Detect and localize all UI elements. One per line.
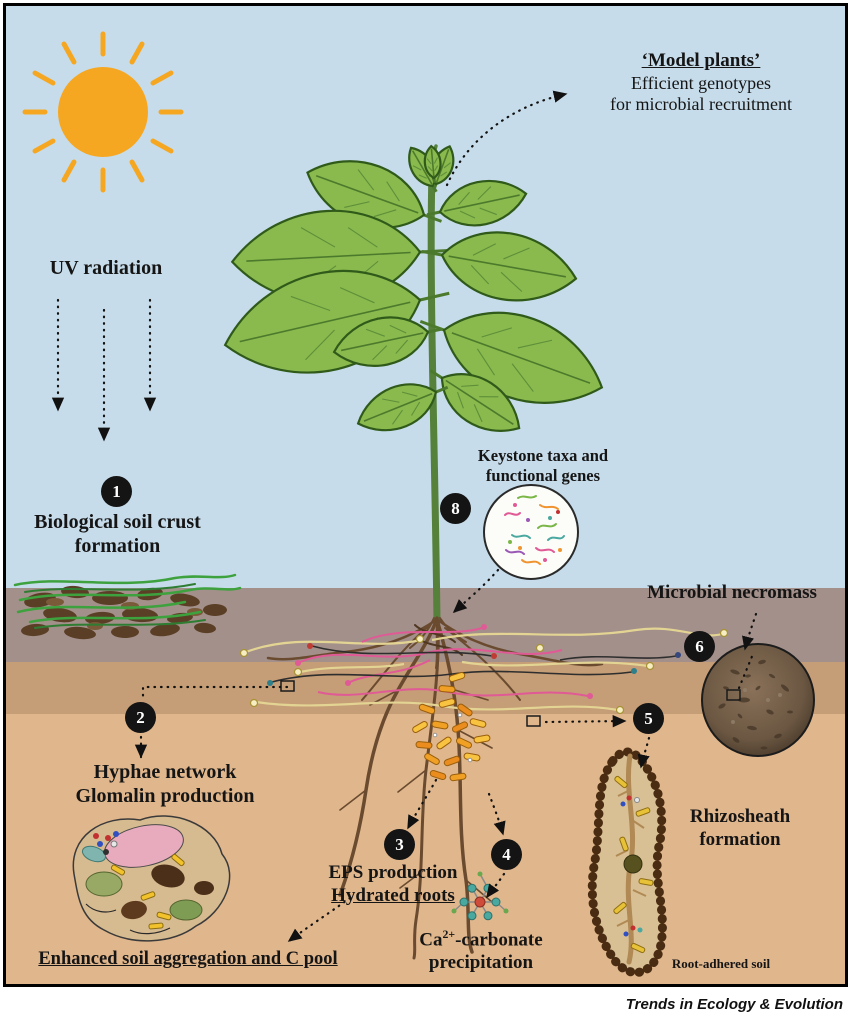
step-badge-2-number: 2 [136, 707, 145, 727]
soil-crust-illustration [13, 573, 242, 640]
sun-icon [22, 31, 184, 193]
rhizosheath-illustration [587, 747, 667, 977]
step1-line2: formation [74, 535, 161, 557]
step-badge-8: 8 [440, 493, 471, 524]
keystone-line1: Keystone taxa and [477, 446, 609, 465]
step-badge-5-number: 5 [644, 708, 653, 728]
step-badge-4: 4 [491, 839, 522, 870]
step2-line2: Glomalin production [75, 785, 255, 807]
step4-ca: Ca [419, 929, 443, 951]
necromass-circle-illustration [701, 643, 815, 757]
step-badge-6: 6 [684, 631, 715, 662]
sample-marker-square [526, 715, 541, 727]
step-badge-1-number: 1 [112, 481, 121, 501]
step5-line1: Rhizosheath [689, 806, 791, 827]
keystone-line2: functional genes [485, 465, 601, 485]
step-badge-3: 3 [384, 829, 415, 860]
step-badge-3-number: 3 [395, 834, 404, 854]
plant-illustration [214, 141, 616, 626]
root-adhered-soil-text: Root-adhered soil [671, 956, 771, 971]
eps-cluster-illustration [412, 671, 491, 782]
aggregation-text: Enhanced soil aggregation and C pool [38, 949, 338, 969]
step1-label: Biological soil crust formation [10, 510, 225, 558]
uv-arrows [51, 298, 157, 442]
keystone-label: Keystone taxa and functional genes [448, 446, 638, 486]
step2-label: Hyphae network Glomalin production [40, 760, 290, 808]
carbonate-molecule-illustration [451, 871, 509, 921]
soil-aggregate-illustration [72, 815, 231, 942]
step-badge-2: 2 [125, 702, 156, 733]
step-badge-8-number: 8 [451, 498, 460, 518]
connector-arrows [134, 90, 758, 943]
step4-line1: Ca2+-carbonate [392, 928, 570, 952]
sample-marker-square [726, 689, 741, 701]
step4-carbonate: -carbonate [455, 929, 543, 951]
step-badge-1: 1 [101, 476, 132, 507]
step5-label: Rhizosheath formation [656, 806, 824, 852]
root-adhered-soil-label: Root-adhered soil [646, 956, 796, 972]
model-plants-callout: ‘Model plants’ Efficient genotypes for m… [572, 50, 830, 116]
aggregation-note: Enhanced soil aggregation and C pool [6, 948, 370, 970]
step6-text: Microbial necromass [647, 582, 817, 603]
step1-line1: Biological soil crust [34, 511, 201, 533]
uv-radiation-text: UV radiation [49, 257, 163, 279]
step4-line2: precipitation [428, 952, 534, 974]
step-badge-5: 5 [633, 703, 664, 734]
microbiome-circle-illustration [483, 484, 579, 580]
step5-line2: formation [699, 828, 781, 850]
step3-label: EPS production Hydrated roots [298, 862, 488, 908]
model-plants-line1: Efficient genotypes [630, 72, 772, 93]
journal-credit: Trends in Ecology & Evolution [626, 996, 843, 1013]
model-plants-title: ‘Model plants’ [641, 50, 761, 71]
journal-credit-text: Trends in Ecology & Evolution [625, 996, 843, 1013]
step6-label: Microbial necromass [616, 582, 848, 605]
step4-charge: 2+ [442, 928, 456, 941]
step4-label: Ca2+-carbonate precipitation [392, 928, 570, 975]
uv-radiation-label: UV radiation [8, 256, 204, 280]
step3-subtitle: Hydrated roots [331, 884, 455, 906]
step3-title: EPS production [328, 862, 458, 883]
sample-marker-square [280, 680, 295, 692]
step2-line1: Hyphae network [93, 761, 237, 783]
step-badge-6-number: 6 [695, 636, 704, 656]
step-badge-4-number: 4 [502, 844, 511, 864]
model-plants-line2: for microbial recruitment [610, 94, 792, 115]
